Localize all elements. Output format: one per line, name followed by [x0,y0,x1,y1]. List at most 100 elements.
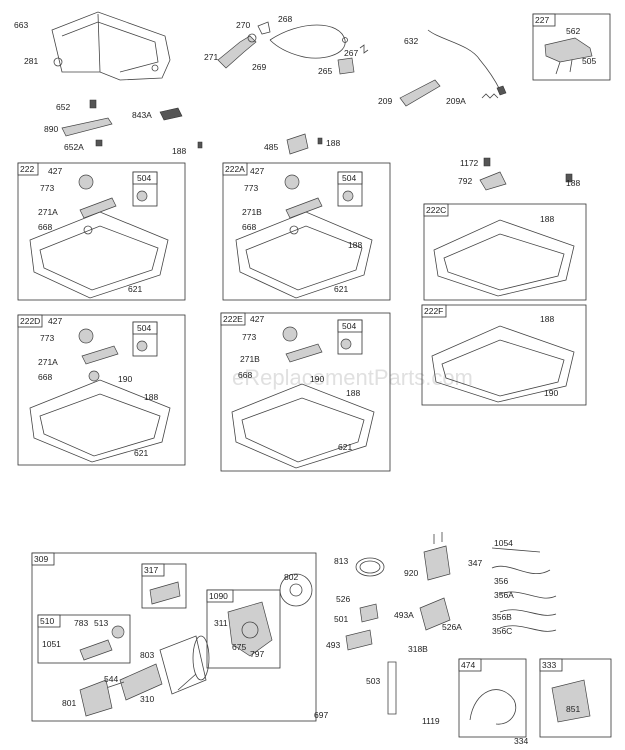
part-number-label: 427 [48,166,62,176]
part-485 [197,133,323,155]
group-box-label: 510 [40,616,54,626]
part-number-label: 503 [366,676,380,686]
part-503-bracket [387,661,397,715]
part-number-label: 271B [240,354,260,364]
box-222D [17,314,186,466]
part-number-label: 267 [344,48,358,58]
box-222 [17,162,186,301]
watermark-text: eReplacementParts.com [232,365,473,390]
part-number-label: 773 [244,183,258,193]
part-813-clamp [355,557,385,577]
part-number-label: 188 [346,388,360,398]
part-number-label: 310 [140,694,154,704]
part-number-label: 281 [24,56,38,66]
part-209 [399,79,499,107]
group-box-label: 333 [542,660,556,670]
part-number-label: 652 [56,102,70,112]
part-number-label: 271A [38,207,58,217]
part-501-493 [345,597,451,651]
part-number-label: 318B [408,644,428,654]
part-number-label: 513 [94,618,108,628]
part-number-label: 562 [566,26,580,36]
bracket-part-281 [51,11,171,81]
cables-356 [491,547,557,632]
part-number-label: 347 [468,558,482,568]
part-number-label: 803 [140,650,154,660]
part-number-label: 1051 [42,639,61,649]
sub-box-label: 504 [342,321,356,331]
group-box-label: 309 [34,554,48,564]
wire-part-632 [427,29,507,96]
part-652-890 [61,99,183,147]
part-number-label: 270 [236,20,250,30]
part-number-label: 190 [118,374,132,384]
group-box-label: 317 [144,565,158,575]
part-number-label: 356C [492,626,512,636]
spring-part-265 [337,44,369,75]
part-792 [479,157,573,191]
group-box-label: 1090 [209,591,228,601]
part-number-label: 621 [334,284,348,294]
part-number-label: 1054 [494,538,513,548]
box-333 [539,658,612,738]
group-box-label: 227 [535,15,549,25]
part-number-label: 697 [314,710,328,720]
part-number-label: 668 [38,372,52,382]
part-number-label: 632 [404,36,418,46]
part-number-label: 621 [338,442,352,452]
part-number-label: 668 [242,222,256,232]
part-number-label: 773 [40,183,54,193]
part-number-label: 334 [514,736,528,746]
part-number-label: 773 [242,332,256,342]
part-number-label: 668 [38,222,52,232]
part-number-label: 188 [540,214,554,224]
part-number-label: 668 [238,370,252,380]
part-number-label: 621 [134,448,148,458]
part-number-label: 783 [74,618,88,628]
group-box-label: 222A [225,164,245,174]
part-number-label: 493A [394,610,414,620]
box-222C [423,203,587,301]
cable-part-268 [269,24,348,59]
box-222E [220,312,391,472]
part-number-label: 485 [264,142,278,152]
part-number-label: 356B [492,612,512,622]
part-number-label: 271 [204,52,218,62]
part-number-label: 920 [404,568,418,578]
box-227 [532,13,611,81]
part-number-label: 851 [566,704,580,714]
group-box-label: 222E [223,314,243,324]
part-number-label: 621 [128,284,142,294]
part-number-label: 773 [40,333,54,343]
sub-box-label: 504 [137,173,151,183]
part-number-label: 265 [318,66,332,76]
box-510 [37,614,131,664]
part-number-label: 190 [310,374,324,384]
part-number-label: 843A [132,110,152,120]
part-number-label: 792 [458,176,472,186]
part-number-label: 356A [494,590,514,600]
part-number-label: 268 [278,14,292,24]
part-number-label: 190 [544,388,558,398]
part-number-label: 427 [250,314,264,324]
part-number-label: 271B [242,207,262,217]
part-number-label: 801 [62,698,76,708]
part-920-solenoid [423,532,451,581]
box-474 [458,658,527,738]
part-number-label: 427 [48,316,62,326]
part-number-label: 188 [144,392,158,402]
box-1090 [206,589,281,669]
group-box-label: 474 [461,660,475,670]
group-box-label: 222F [424,306,443,316]
part-number-label: 526A [442,622,462,632]
part-number-label: 890 [44,124,58,134]
part-number-label: 209A [446,96,466,106]
part-number-label: 188 [540,314,554,324]
sub-box-label: 504 [137,323,151,333]
part-number-label: 663 [14,20,28,30]
box-222A [222,162,391,301]
